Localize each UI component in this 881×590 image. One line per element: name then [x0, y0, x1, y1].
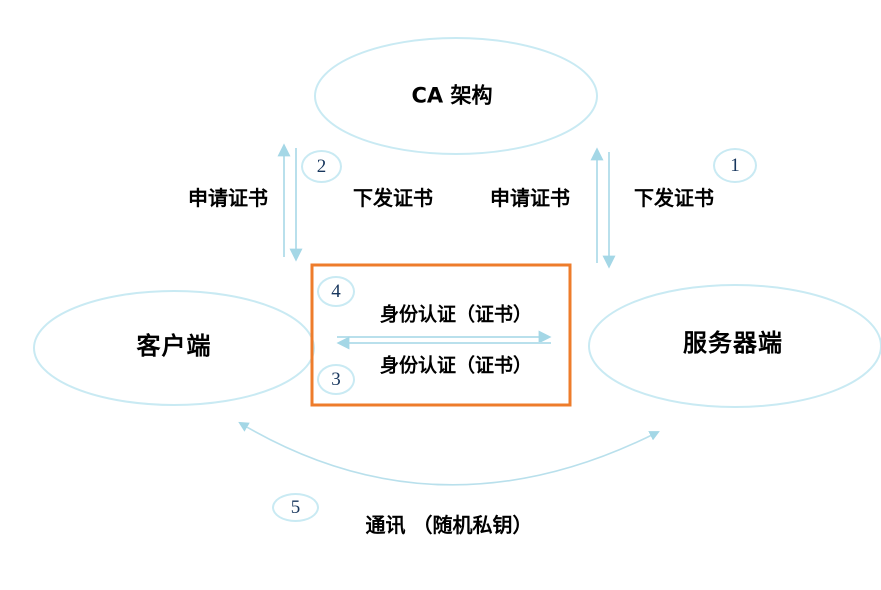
client-apply-cert-label: 申请证书	[188, 186, 268, 210]
auth-top-label: 身份认证（证书）	[379, 303, 533, 326]
server-issue-cert-label: 下发证书	[634, 186, 714, 210]
communication-arc-arrow	[238, 421, 660, 486]
server-node-label: 服务器端	[683, 329, 783, 357]
step-5-badge: 5	[272, 493, 319, 522]
client-node-label: 客户端	[136, 332, 212, 360]
step-1-number: 1	[730, 154, 740, 176]
ca-node-label: CA 架构	[411, 83, 493, 108]
step-3-number: 3	[331, 368, 341, 390]
step-3-badge: 3	[317, 364, 355, 395]
step-2-number: 2	[316, 155, 327, 177]
step-4-number: 4	[331, 280, 341, 302]
auth-highlight-box	[310, 263, 572, 407]
server-node-ellipse	[588, 284, 881, 408]
client-node-ellipse	[33, 290, 315, 406]
client-issue-cert-label: 下发证书	[353, 186, 433, 210]
step-2-badge: 2	[301, 150, 342, 183]
server-apply-cert-label: 申请证书	[490, 186, 570, 210]
step-1-badge: 1	[713, 148, 757, 183]
auth-bottom-label: 身份认证（证书）	[379, 354, 533, 377]
step-5-number: 5	[290, 496, 301, 518]
step-4-badge: 4	[317, 276, 355, 307]
ca-node-ellipse	[314, 37, 598, 155]
communication-label: 通讯 （随机私钥）	[365, 513, 533, 537]
